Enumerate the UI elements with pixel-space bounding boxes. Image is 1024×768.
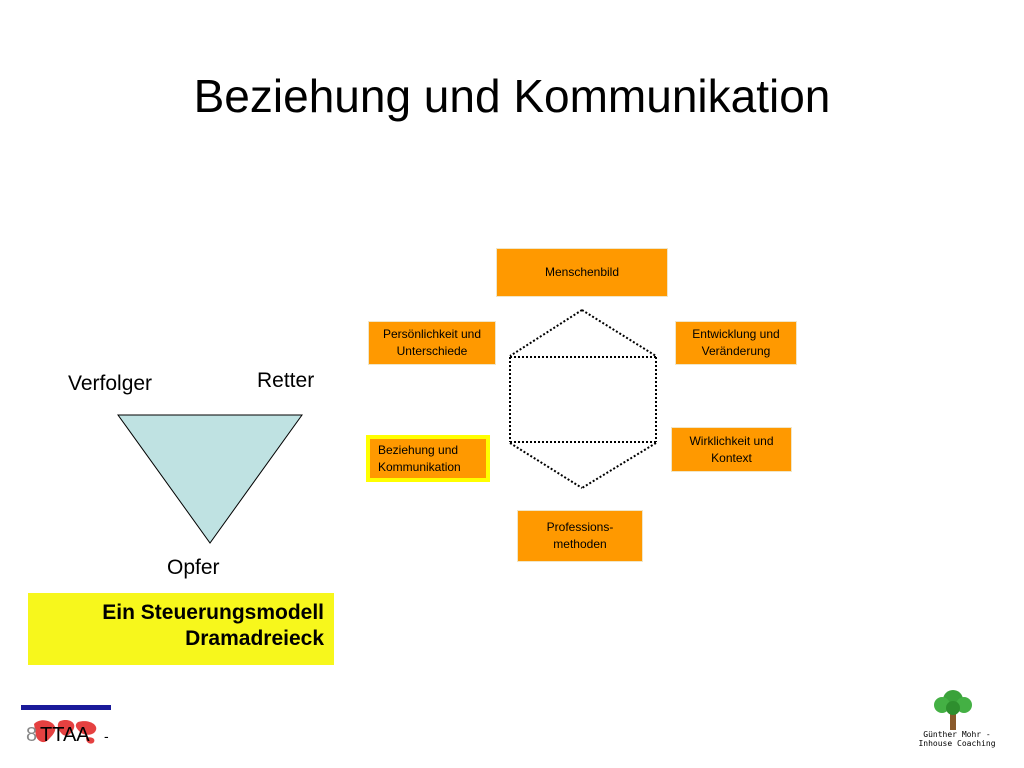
drama-triangle	[117, 414, 303, 544]
world-map-logo-icon	[34, 719, 97, 744]
box-professions: Professions- methoden	[517, 510, 643, 562]
footer-blue-line	[21, 705, 111, 710]
logo-text: TTAA	[40, 724, 90, 746]
box-persoenlichkeit-line-2: Unterschiede	[396, 344, 468, 358]
box-beziehung-highlighted: Beziehung und Kommunikation	[366, 435, 490, 482]
drama-triangle-shape	[117, 414, 303, 544]
box-beziehung-line-2: Kommunikation	[378, 459, 461, 474]
coach-credit: Günther Mohr - Inhouse Coaching	[912, 730, 1002, 748]
box-menschenbild-label: Menschenbild	[544, 265, 620, 279]
label-retter: Retter	[257, 369, 315, 392]
logo-digit: 8	[26, 724, 38, 746]
tree-icon	[934, 690, 972, 730]
box-professions-line-2: methoden	[553, 537, 607, 551]
hex-edge-top-left	[509, 309, 583, 357]
coach-credit-line-1: Günther Mohr -	[923, 730, 991, 739]
caption-line-2: Dramadreieck	[185, 627, 324, 650]
hexagon-outline	[509, 309, 657, 489]
hex-edge-top-right	[581, 309, 657, 357]
logo-dash: -	[104, 728, 109, 744]
box-wirklichkeit-line-1: Wirklichkeit und	[689, 433, 774, 448]
box-wirklichkeit-line-2: Kontext	[711, 450, 752, 465]
box-persoenlichkeit-line-1: Persönlichkeit und	[382, 327, 482, 341]
coach-credit-line-2: Inhouse Coaching	[918, 739, 996, 748]
caption-box: Ein Steuerungsmodell Dramadreieck	[28, 593, 334, 665]
caption-line-1: Ein Steuerungsmodell	[102, 601, 324, 624]
hex-edge-bottom-right	[581, 442, 657, 489]
box-professions-line-1: Professions-	[546, 520, 614, 534]
label-opfer: Opfer	[167, 556, 220, 579]
box-entwicklung-line-2: Veränderung	[701, 344, 771, 358]
label-verfolger: Verfolger	[68, 372, 153, 395]
slide-title: Beziehung und Kommunikation	[193, 70, 831, 122]
box-beziehung-line-1: Beziehung und	[378, 442, 459, 457]
box-wirklichkeit: Wirklichkeit und Kontext	[671, 427, 792, 472]
box-menschenbild: Menschenbild	[496, 248, 668, 297]
box-entwicklung: Entwicklung und Veränderung	[675, 321, 797, 365]
box-entwicklung-line-1: Entwicklung und	[692, 327, 780, 341]
hex-edge-bottom-left	[509, 442, 583, 489]
box-persoenlichkeit: Persönlichkeit und Unterschiede	[368, 321, 496, 365]
